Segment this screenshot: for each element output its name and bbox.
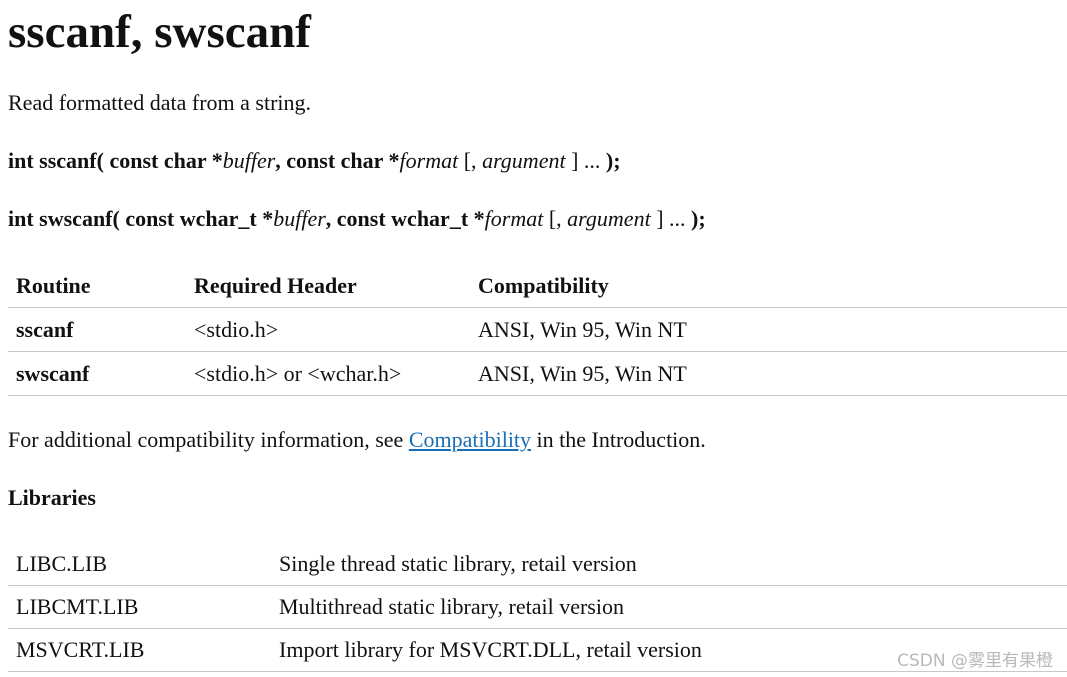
page-title: sscanf, swscanf bbox=[8, 6, 311, 58]
required-header: <stdio.h> or <wchar.h> bbox=[186, 351, 470, 396]
routine-name: swscanf bbox=[8, 351, 186, 396]
syntax-separator: , bbox=[275, 148, 287, 173]
syntax-param-name: buffer bbox=[222, 148, 276, 173]
libraries-table: LIBC.LIB Single thread static library, r… bbox=[8, 543, 1067, 672]
watermark: CSDN @雾里有果橙 bbox=[897, 651, 1053, 671]
syntax-optional-open: [, bbox=[458, 148, 483, 173]
syntax-param-type: const wchar_t * bbox=[336, 206, 485, 231]
library-description: Import library for MSVCRT.DLL, retail ve… bbox=[271, 628, 1067, 672]
syntax-separator: , bbox=[325, 206, 337, 231]
routine-name: sscanf bbox=[8, 307, 186, 352]
syntax-param-type: const char * bbox=[286, 148, 400, 173]
syntax-optional-arg: argument bbox=[567, 206, 651, 231]
summary-text: Read formatted data from a string. bbox=[8, 90, 312, 115]
table-row: LIBC.LIB Single thread static library, r… bbox=[8, 543, 1067, 586]
compatibility-link[interactable]: Compatibility bbox=[408, 427, 532, 452]
syntax-param-type: const wchar_t * bbox=[125, 206, 274, 231]
compatibility: ANSI, Win 95, Win NT bbox=[470, 307, 1067, 352]
syntax-swscanf: int swscanf( const wchar_t *buffer, cons… bbox=[8, 206, 1067, 232]
compatibility-note: For additional compatibility information… bbox=[8, 427, 1067, 453]
syntax-sscanf: int sscanf( const char *buffer, const ch… bbox=[8, 148, 1067, 174]
syntax-param-name: format bbox=[484, 206, 544, 231]
syntax-optional-close: ] ... bbox=[565, 148, 606, 173]
syntax-end: ); bbox=[691, 206, 706, 231]
syntax-end: ); bbox=[605, 148, 621, 173]
table-header-row: Routine Required Header Compatibility bbox=[8, 265, 1067, 308]
syntax-param-name: buffer bbox=[273, 206, 326, 231]
syntax-param-name: format bbox=[399, 148, 459, 173]
header-routine: Routine bbox=[8, 265, 186, 308]
compat-text-after: in the Introduction. bbox=[531, 427, 706, 452]
syntax-optional-close: ] ... bbox=[650, 206, 692, 231]
library-description: Single thread static library, retail ver… bbox=[271, 543, 1067, 586]
header-compatibility: Compatibility bbox=[470, 265, 1067, 308]
library-name: LIBCMT.LIB bbox=[8, 585, 271, 629]
table-row: sscanf <stdio.h> ANSI, Win 95, Win NT bbox=[8, 307, 1067, 352]
syntax-optional-arg: argument bbox=[482, 148, 566, 173]
routine-table: Routine Required Header Compatibility ss… bbox=[8, 265, 1067, 396]
table-row: MSVCRT.LIB Import library for MSVCRT.DLL… bbox=[8, 628, 1067, 672]
compat-text-before: For additional compatibility information… bbox=[8, 427, 409, 452]
doc-page: sscanf, swscanf Read formatted data from… bbox=[8, 0, 1067, 672]
library-description: Multithread static library, retail versi… bbox=[271, 585, 1067, 629]
syntax-return: int sscanf( bbox=[8, 148, 110, 173]
header-required-header: Required Header bbox=[186, 265, 470, 308]
syntax-param-type: const char * bbox=[109, 148, 223, 173]
syntax-return: int swscanf( bbox=[8, 206, 126, 231]
syntax-optional-open: [, bbox=[543, 206, 568, 231]
library-name: LIBC.LIB bbox=[8, 543, 271, 586]
compatibility: ANSI, Win 95, Win NT bbox=[470, 351, 1067, 396]
library-name: MSVCRT.LIB bbox=[8, 628, 271, 672]
table-row: LIBCMT.LIB Multithread static library, r… bbox=[8, 585, 1067, 629]
required-header: <stdio.h> bbox=[186, 307, 470, 352]
libraries-heading: Libraries bbox=[8, 485, 96, 510]
table-row: swscanf <stdio.h> or <wchar.h> ANSI, Win… bbox=[8, 351, 1067, 396]
